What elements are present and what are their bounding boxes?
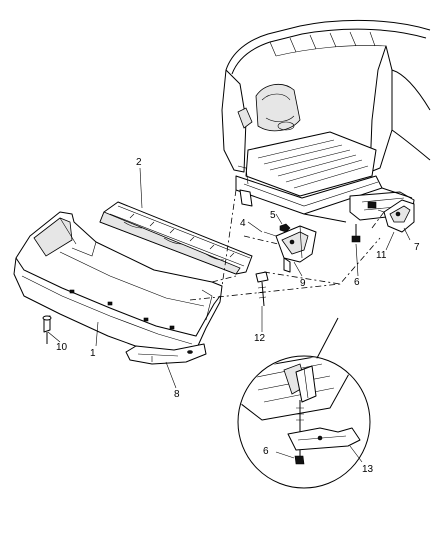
part-10-fastener [42,315,52,344]
part-12-bolt [255,271,269,307]
bumper-reinforcement-beam [99,201,253,275]
callout-2: 2 [136,157,142,168]
part-9-mount-bracket [263,225,317,273]
assembly-lines [189,189,385,301]
vehicle-rear-body [221,19,431,223]
part-5-nut [279,223,291,233]
part-7-11-right-bracket [377,199,415,233]
callout-6: 6 [354,277,360,288]
part-8-lower-bracket [125,343,207,365]
callout-9: 9 [300,278,306,289]
callout-12: 12 [254,333,266,344]
detail-view [237,317,371,489]
callout-13: 13 [362,464,374,475]
bumper-fascia [13,211,223,359]
callout-8: 8 [174,389,180,400]
callout-10: 10 [56,342,68,353]
callout-5: 5 [270,210,276,221]
leader-lines [47,167,411,463]
callout-6-detail: 6 [263,446,269,457]
callout-labels: 1 2 4 5 6 7 8 9 10 11 12 13 6 [56,157,420,475]
callout-1: 1 [90,348,96,359]
callout-7: 7 [414,242,420,253]
callout-11: 11 [376,250,387,261]
callout-4: 4 [240,218,246,229]
part-6-bolt [351,224,361,243]
